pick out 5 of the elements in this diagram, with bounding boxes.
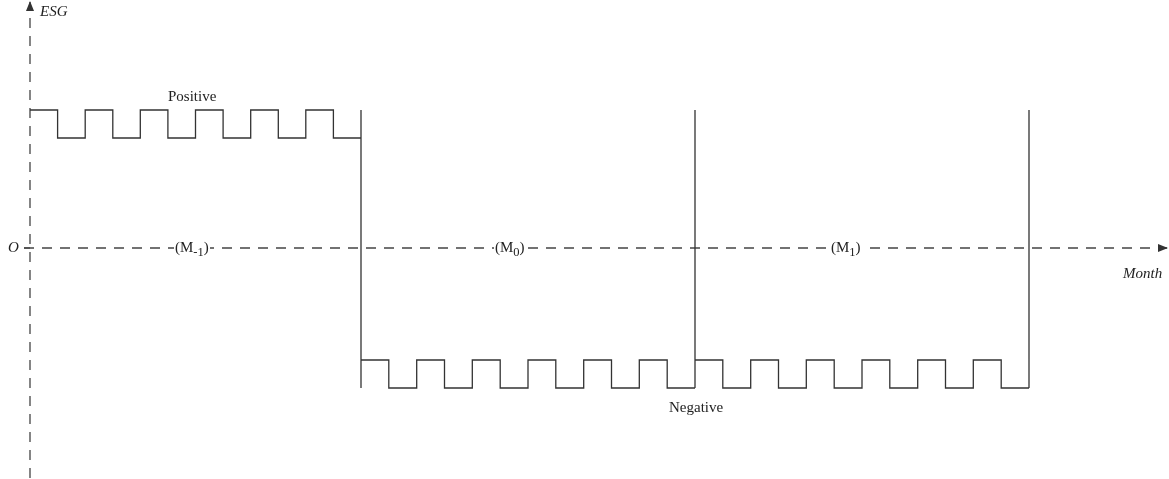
signal-label: Negative [669, 399, 724, 416]
axis-label: Month [1123, 265, 1163, 282]
signal-label: Positive [168, 88, 217, 105]
origin-label: O [8, 239, 19, 256]
axis-label: ESG [40, 3, 68, 20]
